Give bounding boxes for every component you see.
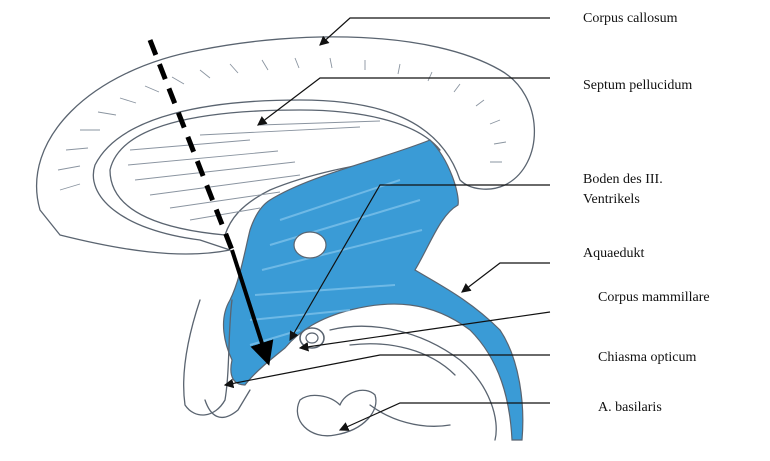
massa-intermedia <box>294 232 326 258</box>
basilar-region-outline-2 <box>370 405 450 426</box>
label-boden-line1: Boden des III. <box>583 171 663 189</box>
leader-corpus-callosum <box>320 18 550 45</box>
label-septum-pellucidum: Septum pellucidum <box>583 77 692 95</box>
leader-corpus-mammillare <box>300 312 550 348</box>
label-aquaedukt: Aquaedukt <box>583 245 644 263</box>
label-chiasma-opticum: Chiasma opticum <box>598 349 696 367</box>
dashed-direction-line <box>150 40 232 250</box>
optic-chiasm-outline <box>205 390 250 417</box>
label-corpus-mammillare: Corpus mammillare <box>598 289 710 307</box>
label-corpus-callosum: Corpus callosum <box>583 10 678 28</box>
mammillary-body-inner <box>306 333 318 343</box>
label-boden-line2: Ventrikels <box>583 191 640 209</box>
leader-aquaedukt <box>462 263 550 292</box>
basilar-region-outline <box>297 390 376 436</box>
label-basilaris: A. basilaris <box>598 399 662 417</box>
